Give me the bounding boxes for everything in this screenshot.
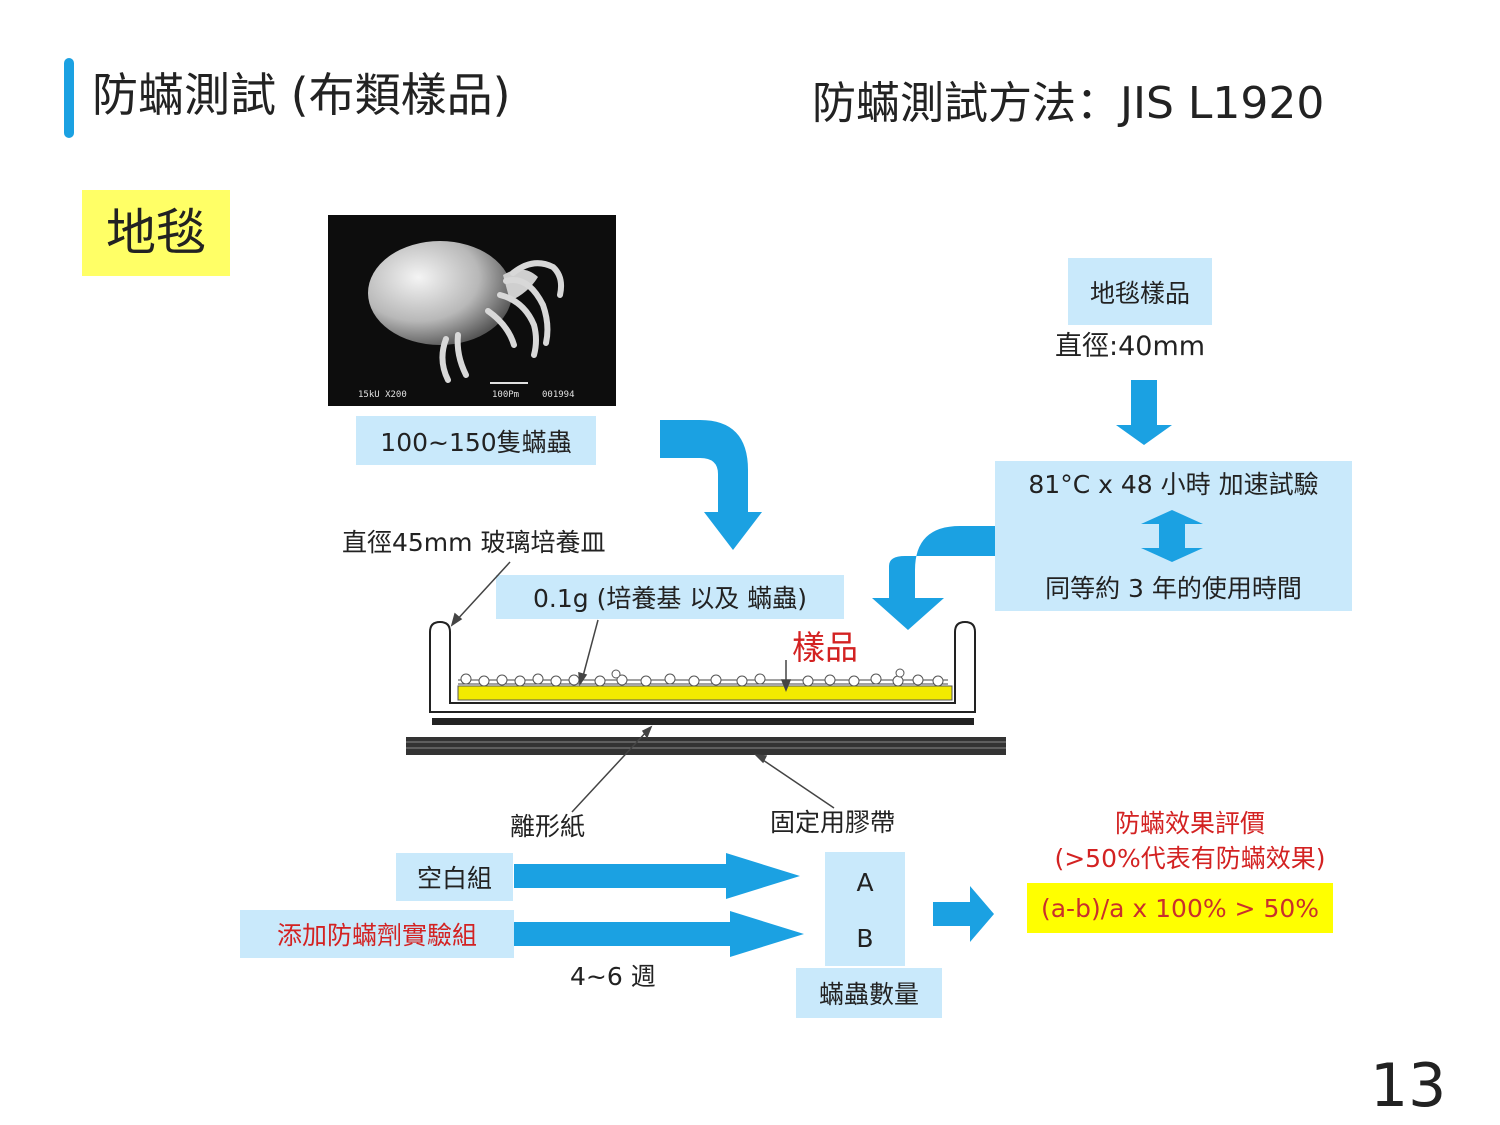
accelerated-test-label: 81°C x 48 小時 加速試驗 [1028,470,1319,499]
equivalent-use-label: 同等約 3 年的使用時間 [1045,574,1302,603]
mite-microscope-photo: 15kU X200 100Pm 001994 [328,215,616,406]
sample-layer [457,685,953,701]
test-group-arrow-icon [514,911,804,957]
curved-arrow-mites-icon [660,420,762,550]
blank-group-arrow-icon [514,853,800,899]
eval-title: 防蟎效果評價 [1114,809,1265,838]
photo-caption-id: 001994 [542,390,575,400]
mites-count-box: 100~150隻蟎蟲 [356,416,596,465]
diameter-label: 直徑:40mm [1055,331,1206,362]
page-number: 13 [1370,1051,1447,1121]
tape-label: 固定用膠帶 [770,808,896,837]
b-label: B [856,924,874,953]
photo-caption-scale: 100Pm [492,390,519,400]
eval-note: (>50%代表有防蟎效果) [1054,844,1326,873]
title-accent-bar [64,58,74,138]
release-paper-label: 離形紙 [510,812,586,841]
curved-arrow-sample-icon [872,526,995,630]
formula-box: (a-b)/a x 100% > 50% [1027,883,1333,933]
mite-count-label-box: 蟎蟲數量 [796,968,942,1018]
photo-caption-left: 15kU X200 [358,390,407,400]
result-arrow-icon [933,886,994,942]
test-method-title: 防蟎測試方法：JIS L1920 [812,78,1325,129]
medium-label-box: 0.1g (培養基 以及 蟎蟲) [496,575,844,619]
sample-label: 樣品 [792,628,858,667]
blank-group-box: 空白組 [396,853,513,901]
ab-box [825,852,905,966]
mites-dots [460,668,944,687]
carpet-sample-box: 地毯樣品 [1068,258,1212,325]
page-title: 防蟎測試 (布類樣品) [92,68,511,122]
petri-dish-icon [406,620,1006,755]
mite-image: 15kU X200 100Pm 001994 [328,215,616,406]
dish-label: 直徑45mm 玻璃培養皿 [342,528,606,557]
down-arrow-icon [1116,380,1172,445]
duration-label: 4~6 週 [570,962,656,991]
test-group-box: 添加防蟎劑實驗組 [240,910,514,958]
category-label: 地毯 [82,190,230,276]
a-label: A [856,868,874,897]
